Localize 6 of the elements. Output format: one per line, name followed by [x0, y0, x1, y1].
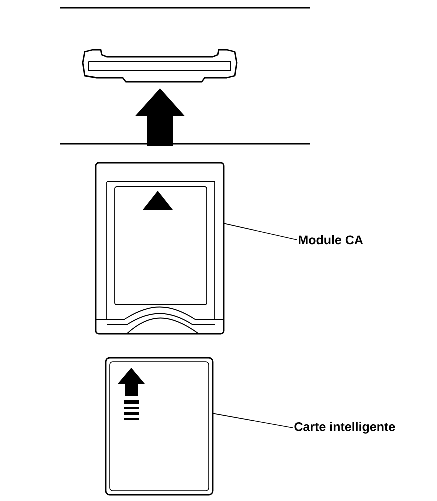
callout-label: Module CA — [299, 235, 364, 245]
leader-line — [224, 223, 298, 240]
leader-line — [213, 413, 294, 428]
callout-label: Carte intelligente — [294, 422, 396, 434]
module-drawing — [95, 162, 225, 335]
slot-drawing — [82, 49, 238, 83]
